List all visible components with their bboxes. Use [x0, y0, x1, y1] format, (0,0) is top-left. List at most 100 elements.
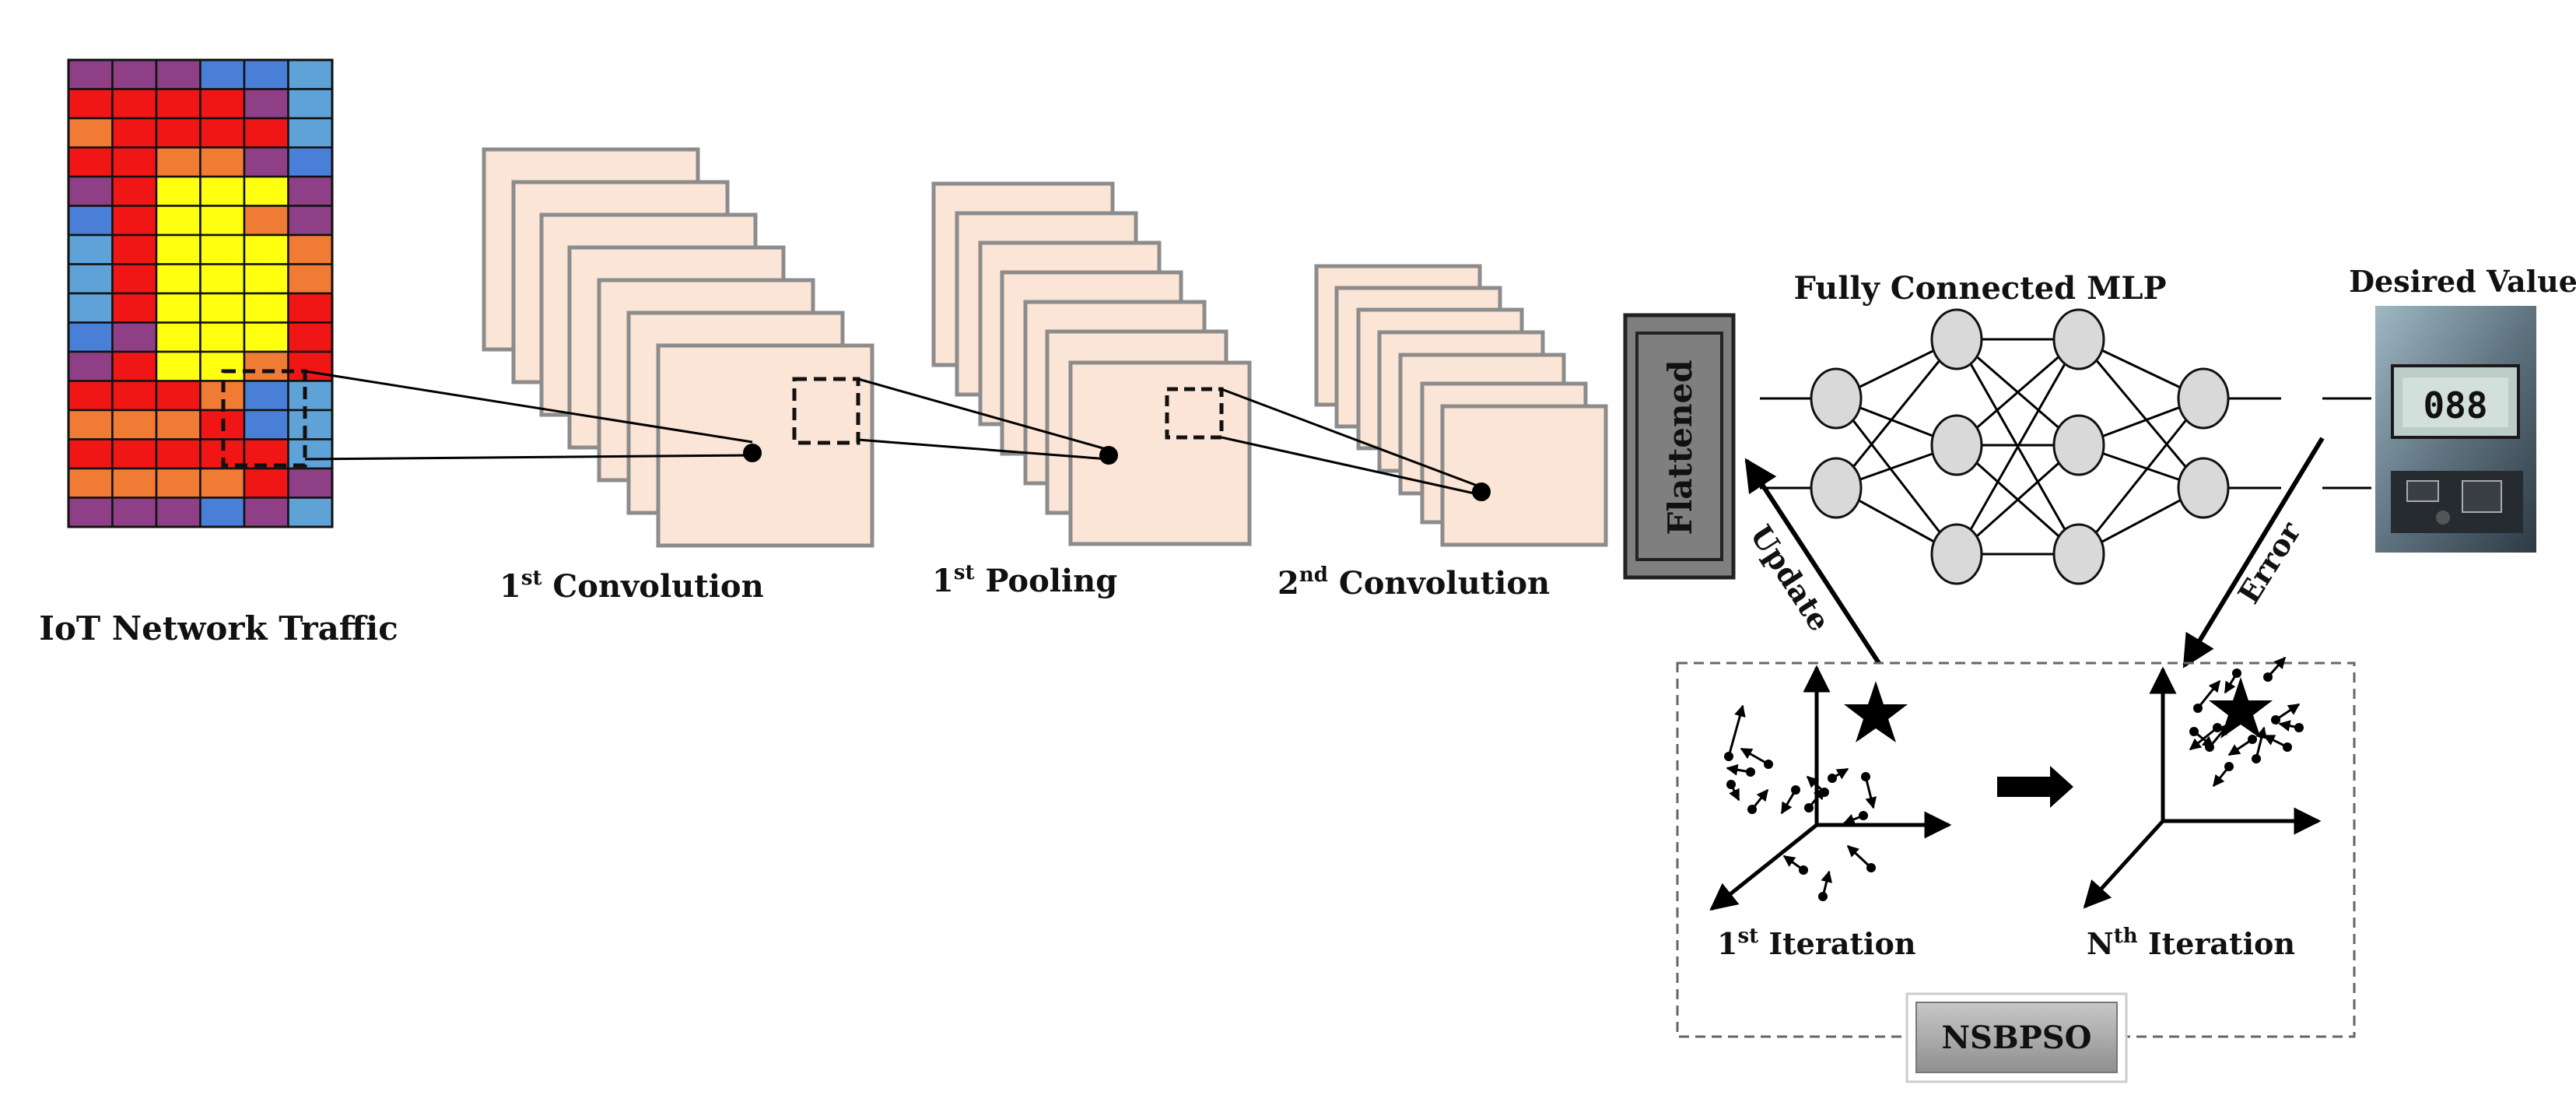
particle	[1866, 863, 1876, 872]
mlp-neuron	[2177, 367, 2230, 430]
heatmap-cell	[155, 438, 202, 470]
heatmap-cell	[155, 321, 202, 353]
heatmap-cell	[67, 175, 114, 207]
heatmap-cell	[155, 292, 202, 324]
particle	[1764, 760, 1773, 769]
iterN-converged-swarm	[2189, 656, 2304, 788]
heatmap-cell	[199, 146, 246, 178]
connector-line	[857, 438, 1109, 461]
heatmap-cell	[67, 292, 114, 324]
heatmap-cell	[243, 175, 289, 207]
heatmap-cell	[243, 88, 289, 120]
connector-line	[304, 370, 753, 444]
iter1-label: 1st Iteration	[1717, 925, 1915, 961]
heatmap-cell	[287, 146, 334, 178]
particle	[2263, 672, 2273, 682]
flattened-block: Flattened	[1623, 313, 1736, 580]
error-label: Error	[2231, 515, 2308, 610]
heatmap-cell	[67, 117, 114, 149]
heatmap-cell	[67, 380, 114, 412]
mlp-label: Fully Connected MLP	[1793, 270, 2166, 307]
nsbpso-badge: NSBPSO	[1905, 992, 2128, 1083]
mlp-neuron	[1930, 308, 1983, 370]
heatmap-cell	[243, 58, 289, 90]
particle	[1746, 767, 1755, 777]
heatmap-cell	[111, 58, 158, 90]
mlp-edge	[2077, 398, 2205, 555]
mlp-edge	[1955, 339, 2080, 555]
heatmap-cell	[287, 292, 334, 324]
heatmap-cell	[111, 467, 158, 499]
heatmap-cell	[199, 205, 246, 237]
heatmap-cell	[155, 380, 202, 412]
heatmap-border	[67, 58, 334, 528]
heatmap-cell	[243, 117, 289, 149]
particle-velocity	[2255, 726, 2268, 760]
heatmap-cell	[287, 497, 334, 528]
heatmap-cell	[243, 146, 289, 178]
heatmap-cell	[287, 58, 334, 90]
heatmap-cell	[243, 205, 289, 237]
heatmap-cell	[243, 409, 289, 440]
heatmap-cell	[243, 292, 289, 324]
heatmap-cell	[155, 350, 202, 382]
heatmap-cell	[243, 380, 289, 412]
heatmap-cell	[155, 205, 202, 237]
heatmap-cell	[155, 146, 202, 178]
conv2-feature-maps	[1314, 264, 1608, 547]
heatmap-cell	[155, 409, 202, 440]
heatmap-cell	[67, 58, 114, 90]
heatmap-cell	[67, 467, 114, 499]
iterN-axes	[2083, 666, 2322, 909]
conv1-selection-box	[792, 377, 860, 445]
mlp-neuron	[1930, 523, 1983, 585]
mlp-edge	[1835, 398, 1958, 555]
heatmap-cell	[111, 263, 158, 295]
heatmap-cell	[155, 175, 202, 207]
heatmap-cell	[111, 117, 158, 149]
heatmap-cell	[111, 146, 158, 178]
conv1-output-dot	[743, 444, 762, 462]
heatmap-cell	[111, 175, 158, 207]
particle-velocity	[2227, 738, 2253, 756]
desired-value-display-image: 088	[2375, 306, 2536, 553]
heatmap-cell	[199, 175, 246, 207]
heatmap-cell	[287, 117, 334, 149]
iter1-particle-swarm	[1724, 704, 1877, 901]
connector-line	[1221, 436, 1482, 497]
heatmap-cell	[67, 438, 114, 470]
heatmap-cell	[111, 88, 158, 120]
particle	[2252, 754, 2261, 763]
particle	[2213, 723, 2222, 732]
conv1-label: 1st Convolution	[499, 567, 764, 605]
iot-traffic-heatmap	[67, 58, 334, 528]
heatmap-cell	[67, 88, 114, 120]
mlp-neuron	[2052, 523, 2105, 585]
heatmap-cell	[287, 321, 334, 353]
heatmap-cell	[287, 175, 334, 207]
particle-velocity	[1864, 776, 1877, 809]
pool1-label: 1st Pooling	[932, 561, 1117, 599]
heatmap-cell	[111, 233, 158, 265]
heatmap-cell	[287, 263, 334, 295]
heatmap-cell	[199, 263, 246, 295]
desired-value-label: Desired Value	[2349, 264, 2576, 299]
mlp-neuron	[2052, 308, 2105, 370]
update-arrow	[1744, 458, 1881, 665]
heatmap-cell	[287, 380, 334, 412]
flattened-label: Flattened	[1661, 360, 1699, 535]
heatmap-cell	[155, 467, 202, 499]
heatmap-cell	[287, 409, 334, 440]
heatmap-cell	[199, 58, 246, 90]
iteration-progress-arrow-icon	[1997, 766, 2073, 808]
heatmap-cell	[67, 409, 114, 440]
iterN-label: Nth Iteration	[2087, 925, 2295, 961]
particle	[1859, 811, 1868, 820]
heatmap-cell	[287, 205, 334, 237]
heatmap-cell	[111, 409, 158, 440]
heatmap-cell	[287, 233, 334, 265]
mlp-neuron	[1810, 367, 1863, 430]
heatmap-cell	[287, 467, 334, 499]
mlp-edge	[1835, 339, 1958, 489]
converged-star-icon	[2209, 677, 2273, 739]
